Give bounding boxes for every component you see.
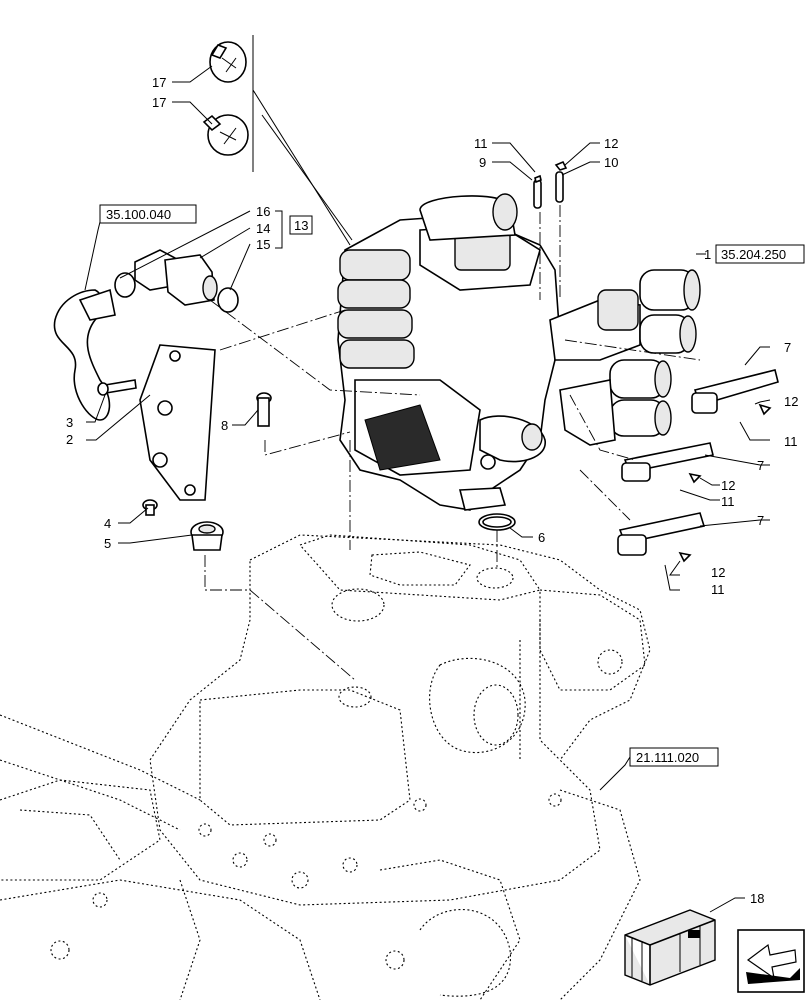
- reference-label: 21.111.020: [636, 750, 699, 765]
- callout-11: 11: [711, 582, 725, 597]
- plate-2: [139, 344, 216, 501]
- pins-9-10: [533, 160, 568, 209]
- callout-15: 15: [256, 237, 270, 252]
- reference-box-21-111-020: 21.111.020: [629, 747, 719, 767]
- cap-17-bottom: [202, 114, 249, 156]
- lever-7-a: [691, 369, 779, 416]
- cap-17-top: [209, 41, 247, 83]
- housing-ghost: [0, 534, 651, 1000]
- hose: [53, 288, 116, 421]
- reference-label: 13: [294, 218, 308, 233]
- callout-9: 9: [479, 155, 486, 170]
- reference-box-13: 13: [289, 215, 313, 235]
- o-ring-6: [478, 513, 516, 531]
- lever-7-b: [621, 442, 714, 484]
- crate-icon-18: [624, 909, 716, 986]
- reference-box-35-204-250: 35.204.250: [715, 244, 805, 264]
- callout-11: 11: [721, 494, 735, 509]
- callout-3: 3: [66, 415, 73, 430]
- callout-4: 4: [104, 516, 111, 531]
- callout-12: 12: [721, 478, 735, 493]
- callout-16: 16: [256, 204, 270, 219]
- reference-label: 35.204.250: [721, 247, 786, 262]
- callout-17: 17: [152, 95, 166, 110]
- callout-14: 14: [256, 221, 270, 236]
- callout-10: 10: [604, 155, 618, 170]
- callout-1: 1: [704, 247, 711, 262]
- callout-18: 18: [750, 891, 764, 906]
- plug-5: [190, 521, 224, 551]
- callout-12: 12: [604, 136, 618, 151]
- reference-box-35-100-040: 35.100.040: [99, 204, 197, 224]
- callout-6: 6: [538, 530, 545, 545]
- solenoid-actuators: [549, 269, 701, 446]
- lever-7-c: [617, 512, 706, 563]
- callout-2: 2: [66, 432, 73, 447]
- callout-labels: 17 17 16 14 15 11 9 12 10 1 7 12 11 7 12…: [66, 75, 798, 906]
- bolt-3: [97, 379, 137, 396]
- callout-8: 8: [221, 418, 228, 433]
- screw-8: [256, 392, 272, 427]
- callout-11: 11: [784, 434, 798, 449]
- callout-7: 7: [784, 340, 791, 355]
- callout-7: 7: [757, 513, 764, 528]
- callout-12: 12: [711, 565, 725, 580]
- callout-11: 11: [474, 136, 488, 151]
- assembly-lines: [204, 205, 701, 681]
- view-orientation-arrow-icon: [737, 929, 805, 993]
- callout-7: 7: [757, 458, 764, 473]
- callout-5: 5: [104, 536, 111, 551]
- leader-lines: [84, 35, 771, 913]
- control-valve-assembly: [337, 193, 561, 511]
- callout-12: 12: [784, 394, 798, 409]
- screw-4: [142, 499, 158, 516]
- reference-label: 35.100.040: [106, 207, 171, 222]
- callout-17: 17: [152, 75, 166, 90]
- adapter-16-14-15: [114, 249, 239, 313]
